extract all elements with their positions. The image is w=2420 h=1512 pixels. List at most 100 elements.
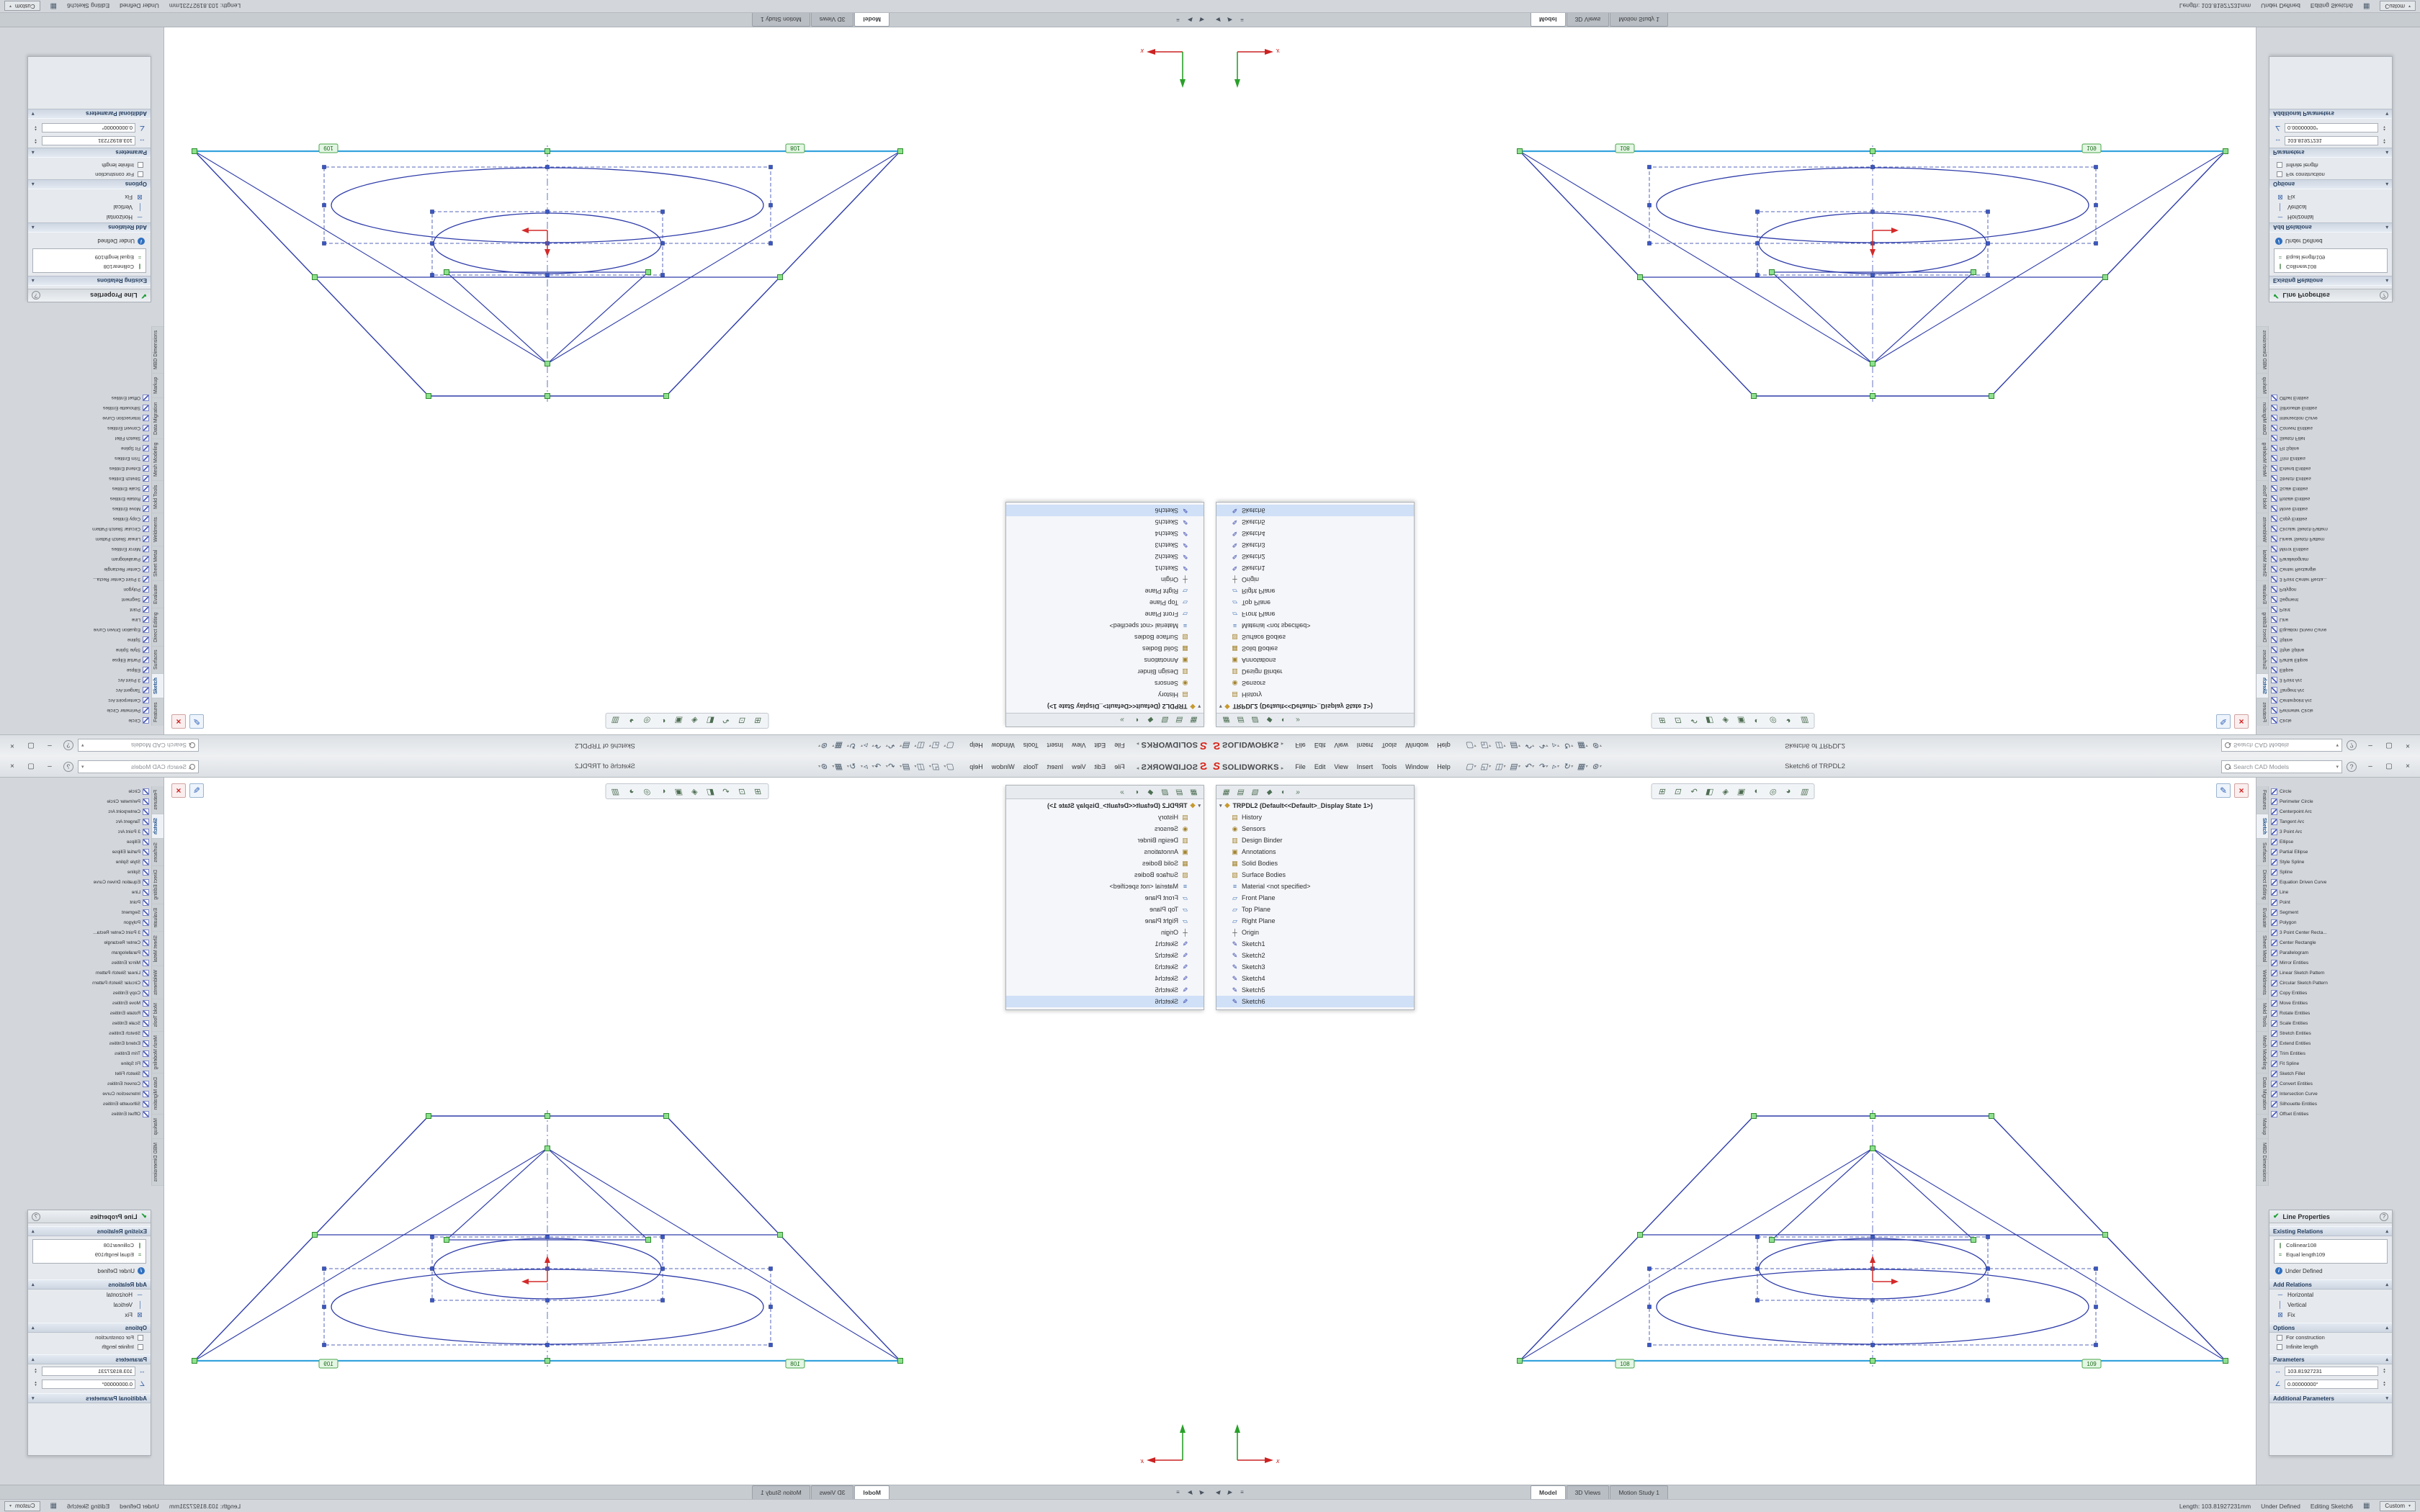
sketch-tool-button[interactable]: Partial Ellipse [2269, 655, 2420, 665]
tree-item[interactable]: ≡ Material <not specified> [1006, 881, 1204, 892]
left-diagonal-line[interactable] [1519, 150, 1873, 364]
document-tab[interactable]: Motion Study 1 [751, 13, 810, 27]
panel-pin-icon[interactable]: » [1291, 786, 1305, 798]
parameters-section-header[interactable]: Parameters ▴ [28, 1354, 151, 1364]
commandmanager-tab[interactable]: MBD Dimensions [152, 1139, 163, 1187]
relation-badge-equal-length[interactable]: 109 [318, 143, 339, 153]
tree-item[interactable]: ▱ Right Plane [1006, 915, 1204, 927]
commandmanager-tab[interactable]: Direct Editing [2257, 866, 2268, 904]
sketch-tool-button[interactable]: Circular Sketch Pattern [2269, 524, 2420, 534]
relation-badge-equal-length[interactable]: 109 [2081, 143, 2102, 153]
file-properties-icon[interactable]: ▦▾ [1575, 739, 1590, 752]
sketch-tool-button[interactable]: Ellipse [2269, 837, 2420, 847]
sketch-tool-button[interactable]: Ellipse [0, 665, 151, 675]
tree-item[interactable]: ✎ Sketch3 [1216, 961, 1414, 973]
print-icon[interactable]: ▤▾ [1507, 739, 1522, 752]
panel-pin-icon[interactable]: » [1291, 714, 1305, 726]
tree-root-item[interactable]: ▾ ◆ TRPDL2 (Default<<Default>_Display St… [1006, 799, 1204, 811]
sketch-tool-button[interactable]: Rotate Entities [0, 494, 151, 504]
sketch-tool-button[interactable]: Polygon [0, 917, 151, 927]
sketch-origin-marker[interactable] [521, 228, 550, 256]
menu-item[interactable]: Window [991, 742, 1015, 750]
vertical-relation-button[interactable]: │ Vertical [28, 202, 151, 212]
tree-item[interactable]: ✎ Sketch1 [1216, 562, 1414, 574]
solidworks-logo[interactable]: S SOLIDWORKS ▸ [1213, 739, 1283, 752]
open-file-icon[interactable]: ◱▾ [927, 739, 941, 752]
right-diagonal-line[interactable] [1872, 150, 2226, 364]
exit-sketch-icon[interactable]: ✎ [2216, 783, 2231, 798]
left-diagonal-line[interactable] [547, 1148, 901, 1362]
sketch-tool-button[interactable]: Offset Entities [2269, 1109, 2420, 1119]
sketch-tool-button[interactable]: Sketch Fillet [0, 1068, 151, 1079]
existing-relations-list[interactable]: ∥ Collinear108 = Equal length109 [2274, 248, 2388, 273]
sketch-tool-button[interactable]: Polygon [2269, 585, 2420, 595]
sketch-tool-button[interactable]: Perimeter Circle [0, 796, 151, 806]
annotation-views-icon[interactable]: ◈ [688, 785, 703, 798]
annotation-views-icon[interactable]: ◈ [1718, 714, 1733, 727]
help-button[interactable]: ? [63, 740, 73, 751]
zoom-area-icon[interactable]: ⊡ [1670, 785, 1685, 798]
view-orientation-icon[interactable]: ▣ [672, 714, 687, 727]
options-icon[interactable]: ⊛▾ [1590, 760, 1603, 773]
menu-item[interactable]: Help [969, 742, 983, 750]
commandmanager-tab[interactable]: Mold Tools [152, 999, 163, 1032]
sketch-tool-button[interactable]: Rotate Entities [0, 1008, 151, 1018]
sketch-origin-marker[interactable] [1870, 1256, 1899, 1284]
sketch-tool-button[interactable]: Scale Entities [2269, 1018, 2420, 1028]
tree-item[interactable]: ▣ Annotations [1006, 846, 1204, 858]
commandmanager-tab[interactable]: Features [152, 698, 163, 726]
document-tab[interactable]: 3D Views [810, 1485, 854, 1499]
tab-scroll-right-icon[interactable]: ▶ [1224, 1487, 1235, 1498]
save-icon[interactable]: ◫▾ [1493, 760, 1507, 773]
file-properties-icon[interactable]: ▦▾ [1575, 760, 1590, 773]
sketch-tool-button[interactable]: Circular Sketch Pattern [0, 524, 151, 534]
document-tab[interactable]: 3D Views [1566, 1485, 1610, 1499]
configurationmanager-tab-icon[interactable]: ▧ [1247, 714, 1262, 726]
propertymanager-tab-icon[interactable]: ▤ [1173, 786, 1187, 798]
view-orientation-icon[interactable]: ▣ [1734, 785, 1749, 798]
sketch-tool-button[interactable]: Stretch Entities [0, 474, 151, 484]
menu-item[interactable]: Help [1437, 742, 1451, 750]
maximize-button[interactable]: ▢ [27, 742, 35, 750]
commandmanager-tab[interactable]: Mesh Modeling [152, 438, 163, 481]
commandmanager-tab[interactable]: Sketch [152, 814, 163, 839]
spinner[interactable]: ▴▾ [32, 125, 39, 132]
sketch-tool-button[interactable]: Convert Entities [0, 423, 151, 433]
commandmanager-tab[interactable]: Markup [152, 1114, 163, 1140]
sketch-tool-button[interactable]: 3 Point Center Recta... [2269, 575, 2420, 585]
options-section-header[interactable]: Options ▴ [28, 1323, 151, 1333]
hide-show-items-icon[interactable]: ◎ [640, 714, 655, 727]
tree-item[interactable]: ◉ Sensors [1216, 823, 1414, 834]
sketch-tool-button[interactable]: Equation Driven Curve [0, 877, 151, 887]
tree-item[interactable]: ◉ Sensors [1216, 678, 1414, 689]
menu-item[interactable]: Edit [1314, 762, 1326, 770]
search-caret-icon[interactable]: ▾ [81, 764, 84, 770]
displaymanager-tab-icon[interactable]: ◐ [1276, 714, 1291, 726]
tree-item[interactable]: ▧ Surface Bodies [1006, 869, 1204, 881]
tree-item[interactable]: ▱ Right Plane [1006, 585, 1204, 597]
sketch-tool-button[interactable]: Stretch Entities [2269, 1028, 2420, 1038]
minimize-button[interactable]: – [48, 742, 52, 750]
sketch-tool-button[interactable]: Line [2269, 887, 2420, 897]
relation-item[interactable]: ∥ Collinear108 [2275, 262, 2387, 271]
commandmanager-tab[interactable]: Mold Tools [152, 480, 163, 513]
add-relations-section-header[interactable]: Add Relations ▴ [28, 222, 151, 233]
relation-item[interactable]: = Equal length109 [2275, 253, 2387, 262]
menu-item[interactable]: View [1334, 742, 1348, 750]
grid-system-icon[interactable]: ▦ [50, 2, 58, 10]
exit-sketch-icon[interactable]: ✎ [2216, 714, 2231, 729]
option-row[interactable]: For construction [28, 170, 151, 179]
option-row[interactable]: For construction [2269, 1333, 2392, 1342]
spinner[interactable]: ▴▾ [32, 1380, 39, 1387]
commandmanager-tab[interactable]: Mold Tools [2257, 999, 2268, 1032]
checkbox[interactable] [138, 162, 143, 168]
grid-system-icon[interactable]: ▦ [50, 1502, 58, 1510]
display-style-icon[interactable]: ◐ [1749, 785, 1765, 798]
sketch-tool-button[interactable]: Spline [2269, 635, 2420, 645]
sketch-tool-button[interactable]: Centerpoint Arc [0, 696, 151, 706]
tree-root-item[interactable]: ▾ ◆ TRPDL2 (Default<<Default>_Display St… [1006, 701, 1204, 713]
sketch-tool-button[interactable]: Linear Sketch Pattern [2269, 534, 2420, 544]
tree-item[interactable]: ▧ Surface Bodies [1006, 631, 1204, 643]
commandmanager-tab[interactable]: Markup [2257, 372, 2268, 398]
commandmanager-tab[interactable]: MBD Dimensions [2257, 1139, 2268, 1187]
